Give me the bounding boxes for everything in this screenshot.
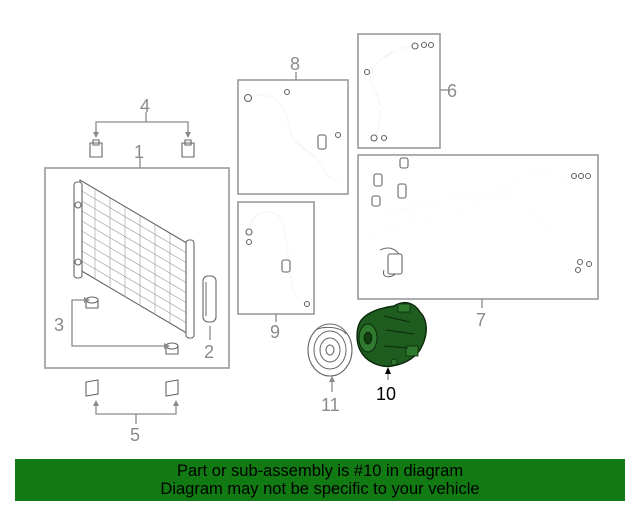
pipe-7-box — [357, 154, 599, 300]
bracket-lower-left — [85, 379, 99, 397]
hose-9-box — [237, 201, 315, 315]
callout-3[interactable]: 3 — [54, 315, 64, 335]
condenser-fitting — [74, 201, 82, 209]
callout-4[interactable]: 4 — [140, 96, 150, 116]
liquid-pipe-group[interactable] — [357, 33, 441, 149]
banner-line-2: Diagram may not be specific to your vehi… — [160, 480, 480, 498]
compressor-highlighted[interactable] — [356, 301, 427, 368]
callout-7[interactable]: 7 — [476, 310, 486, 330]
clutch-pulley[interactable] — [307, 323, 353, 377]
discharge-hose-group[interactable] — [237, 79, 349, 195]
suction-hose-group[interactable] — [237, 201, 315, 315]
condenser-group[interactable] — [44, 167, 230, 369]
condenser-box — [44, 167, 230, 369]
condenser-core — [79, 179, 191, 336]
condenser-right-tank — [185, 239, 195, 339]
hose-8-box — [237, 79, 349, 195]
info-banner: Part or sub-assembly is #10 in diagram D… — [15, 459, 625, 501]
parts-diagram: 1 2 3 4 5 8 — [44, 33, 599, 445]
brackets-lower[interactable] — [85, 379, 179, 397]
callout-9[interactable]: 9 — [270, 322, 280, 342]
drier-filter — [202, 275, 217, 323]
bracket-right — [181, 139, 195, 158]
callout-1[interactable]: 1 — [134, 142, 144, 162]
bracket-left — [89, 139, 103, 158]
pipe-6-box — [357, 33, 441, 149]
callout-2[interactable]: 2 — [204, 342, 214, 362]
banner-line-1: Part or sub-assembly is #10 in diagram — [176, 462, 464, 480]
condenser-fins — [79, 189, 191, 326]
callout-6[interactable]: 6 — [447, 81, 457, 101]
callout-5[interactable]: 5 — [130, 425, 140, 445]
callout-8[interactable]: 8 — [290, 54, 300, 74]
callout-11[interactable]: 11 — [321, 395, 340, 415]
bracket-lower-right — [165, 379, 179, 397]
pipe-assembly-group[interactable] — [357, 154, 599, 300]
condenser-fitting — [74, 258, 82, 266]
brackets-upper[interactable] — [89, 139, 195, 158]
callout-10[interactable]: 10 — [376, 384, 396, 404]
